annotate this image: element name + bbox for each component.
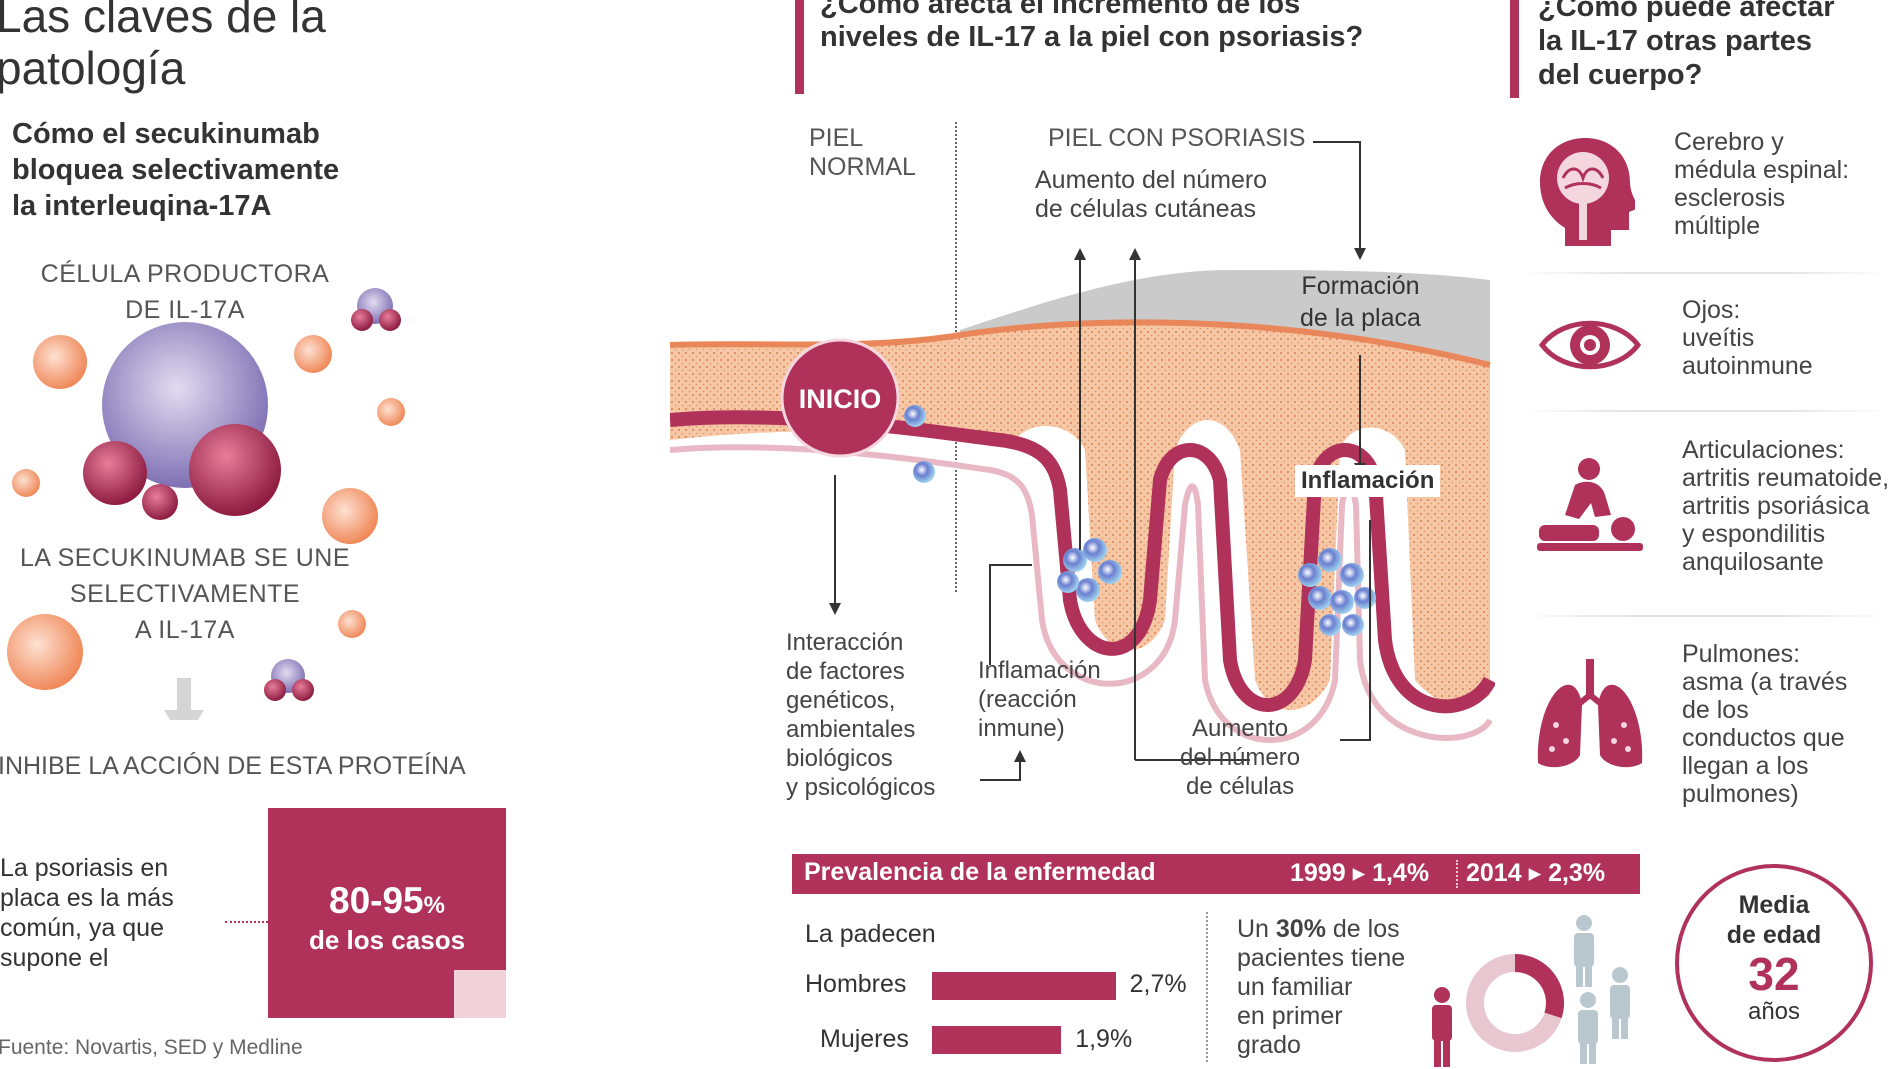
- inflammation-label: Inflamación: [1295, 465, 1441, 497]
- orange-cell: [377, 398, 405, 426]
- dermis-inner-line: [670, 444, 1493, 743]
- pointer-lines: [834, 141, 1371, 781]
- stat-value: 80-95%: [329, 880, 445, 921]
- eyes-text: Ojos: uveítis autoinmune: [1682, 296, 1813, 380]
- main-title: Las claves de la patología: [0, 0, 326, 94]
- orange-cell: [322, 488, 378, 544]
- more-cells-label: Aumento del número de células: [1180, 715, 1301, 800]
- men-bar: [932, 972, 1116, 1000]
- stat-caption: de los casos: [308, 925, 466, 955]
- stat-box-corner: [454, 970, 506, 1018]
- age-caption: Media de edad: [1726, 891, 1822, 949]
- women-label: Mujeres: [820, 1025, 909, 1053]
- prevalence-divider-2: [1206, 912, 1208, 1062]
- psoriasis-skin-label: PIEL CON PSORIASIS: [1048, 124, 1306, 152]
- stat-box: 80-95% de los casos: [268, 808, 506, 1018]
- separator: [1520, 272, 1890, 274]
- donut-chart: [1466, 954, 1564, 1052]
- normal-skin-label: PIEL NORMAL: [809, 124, 916, 181]
- inicio-label: INICIO: [798, 384, 882, 414]
- right-question-bar: [1510, 0, 1519, 98]
- prevalence-header: Prevalencia de la enfermedad 1999 ▸ 1,4%…: [792, 854, 1640, 894]
- immune-reaction-label: Inflamación (reacción inmune): [978, 657, 1101, 742]
- center-question: ¿Cómo afecta el incremento de los nivele…: [820, 0, 1364, 53]
- center-question-bar: [795, 0, 804, 94]
- massage-joint-icon: [1537, 458, 1643, 551]
- person-icon: [1432, 987, 1452, 1067]
- orange-cell: [338, 610, 366, 638]
- suffer-label: La padecen: [805, 920, 936, 948]
- joints-text: Articulaciones: artritis reumatoide, art…: [1682, 436, 1890, 576]
- prevalence-1999: 1999 ▸ 1,4%: [1290, 859, 1430, 887]
- producer-cell-label: CÉLULA PRODUCTORA DE IL-17A: [40, 260, 330, 324]
- lungs-text: Pulmones: asma (a través de los conducto…: [1682, 640, 1848, 808]
- eye-icon: [1538, 320, 1642, 370]
- women-bar: [932, 1026, 1062, 1054]
- prevalence-title: Prevalencia de la enfermedad: [804, 858, 1156, 886]
- men-value: 2,7%: [1129, 970, 1187, 998]
- brain-head-icon: [1540, 138, 1635, 246]
- dotted-connector: [225, 921, 268, 923]
- skin-top-line: [670, 319, 1491, 368]
- brain-text: Cerebro y médula espinal: esclerosis múl…: [1674, 128, 1850, 240]
- prevalence-divider: [1456, 860, 1458, 888]
- triangle-right-icon: ▸: [1521, 859, 1549, 887]
- relatives-icon: [1574, 915, 1630, 1064]
- producer-cell: [83, 322, 281, 520]
- skin-diagram: [670, 141, 1495, 781]
- inicio-marker: [780, 338, 900, 458]
- family-text: Un 30% de los pacientes tiene un familia…: [1237, 915, 1406, 1059]
- left-subtitle: Cómo el secukinumab bloquea selectivamen…: [12, 118, 340, 222]
- family-figure: [1432, 915, 1630, 1067]
- cell-illustration: [7, 288, 405, 720]
- separator: [1520, 410, 1890, 412]
- secukinumab-binds-label: LA SECUKINUMAB SE UNE SELECTIVAMENTE A I…: [19, 544, 351, 644]
- age-value: 32: [1748, 948, 1800, 1000]
- plaque-formation-label: Formación de la placa: [1300, 272, 1421, 332]
- more-skin-cells-label: Aumento del número de células cutáneas: [1035, 166, 1268, 223]
- il17a-molecule: [351, 288, 401, 331]
- lungs-icon: [1537, 659, 1643, 768]
- triangle-right-icon: ▸: [1345, 859, 1373, 887]
- median-age-badge: Media de edad 32 años: [1675, 864, 1873, 1062]
- orange-cell: [294, 335, 332, 373]
- women-value: 1,9%: [1075, 1025, 1133, 1053]
- orange-cell: [7, 614, 83, 690]
- age-unit: años: [1747, 998, 1801, 1025]
- prevalence-2014: 2014 ▸ 2,3%: [1466, 859, 1606, 887]
- men-label: Hombres: [805, 970, 907, 998]
- right-question: ¿Cómo puede afectar la IL-17 otras parte…: [1538, 0, 1835, 91]
- il17a-molecule-bound: [264, 659, 314, 701]
- source-note: Fuente: Novartis, SED y Medline: [0, 1036, 303, 1059]
- orange-cell: [12, 469, 40, 497]
- inhibit-label: INHIBE LA ACCIÓN DE ESTA PROTEÍNA: [0, 752, 466, 780]
- separator: [1520, 615, 1890, 617]
- orange-cell: [33, 335, 87, 389]
- factors-label: Interacción de factores genéticos, ambie…: [786, 629, 936, 801]
- down-arrow-icon: [164, 678, 204, 720]
- plaque-psoriasis-text: La psoriasis en placa es la más común, y…: [0, 854, 174, 972]
